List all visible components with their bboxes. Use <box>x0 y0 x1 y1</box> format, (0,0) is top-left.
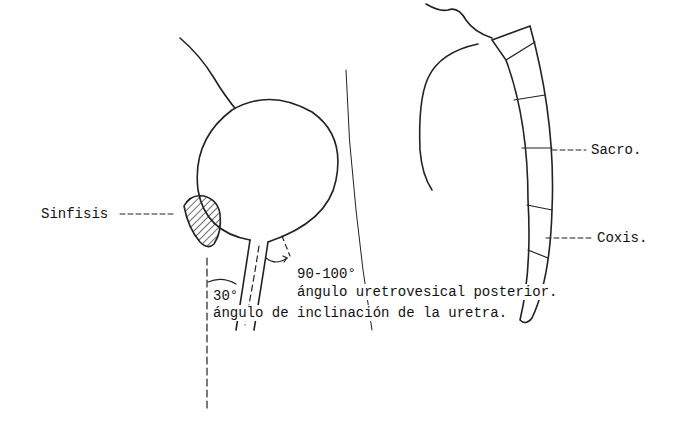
sacrum-bone <box>492 26 553 323</box>
vertebra-lines <box>506 42 552 292</box>
vertical-reference <box>206 258 207 410</box>
angle-arrow <box>283 256 287 262</box>
leader-line <box>552 150 586 151</box>
back-contour <box>426 4 492 38</box>
angle-caption: ángulo de inclinación de la uretra. <box>212 305 508 321</box>
part-label: Sacro. <box>590 142 642 158</box>
symphysis-bone <box>184 196 220 247</box>
angle-value: 90-100° <box>296 266 357 282</box>
abdominal-wall <box>180 38 238 112</box>
leader-line <box>546 238 592 239</box>
inclination-arc <box>208 279 236 284</box>
angle-value: 30° <box>212 288 239 304</box>
leader-line <box>120 214 176 215</box>
trigone-line <box>282 236 290 256</box>
angle-caption: ángulo uretrovesical posterior. <box>296 284 558 300</box>
rectum-contour <box>420 44 478 190</box>
part-label: Sinfisis <box>40 206 109 222</box>
part-label: Coxis. <box>596 230 648 246</box>
